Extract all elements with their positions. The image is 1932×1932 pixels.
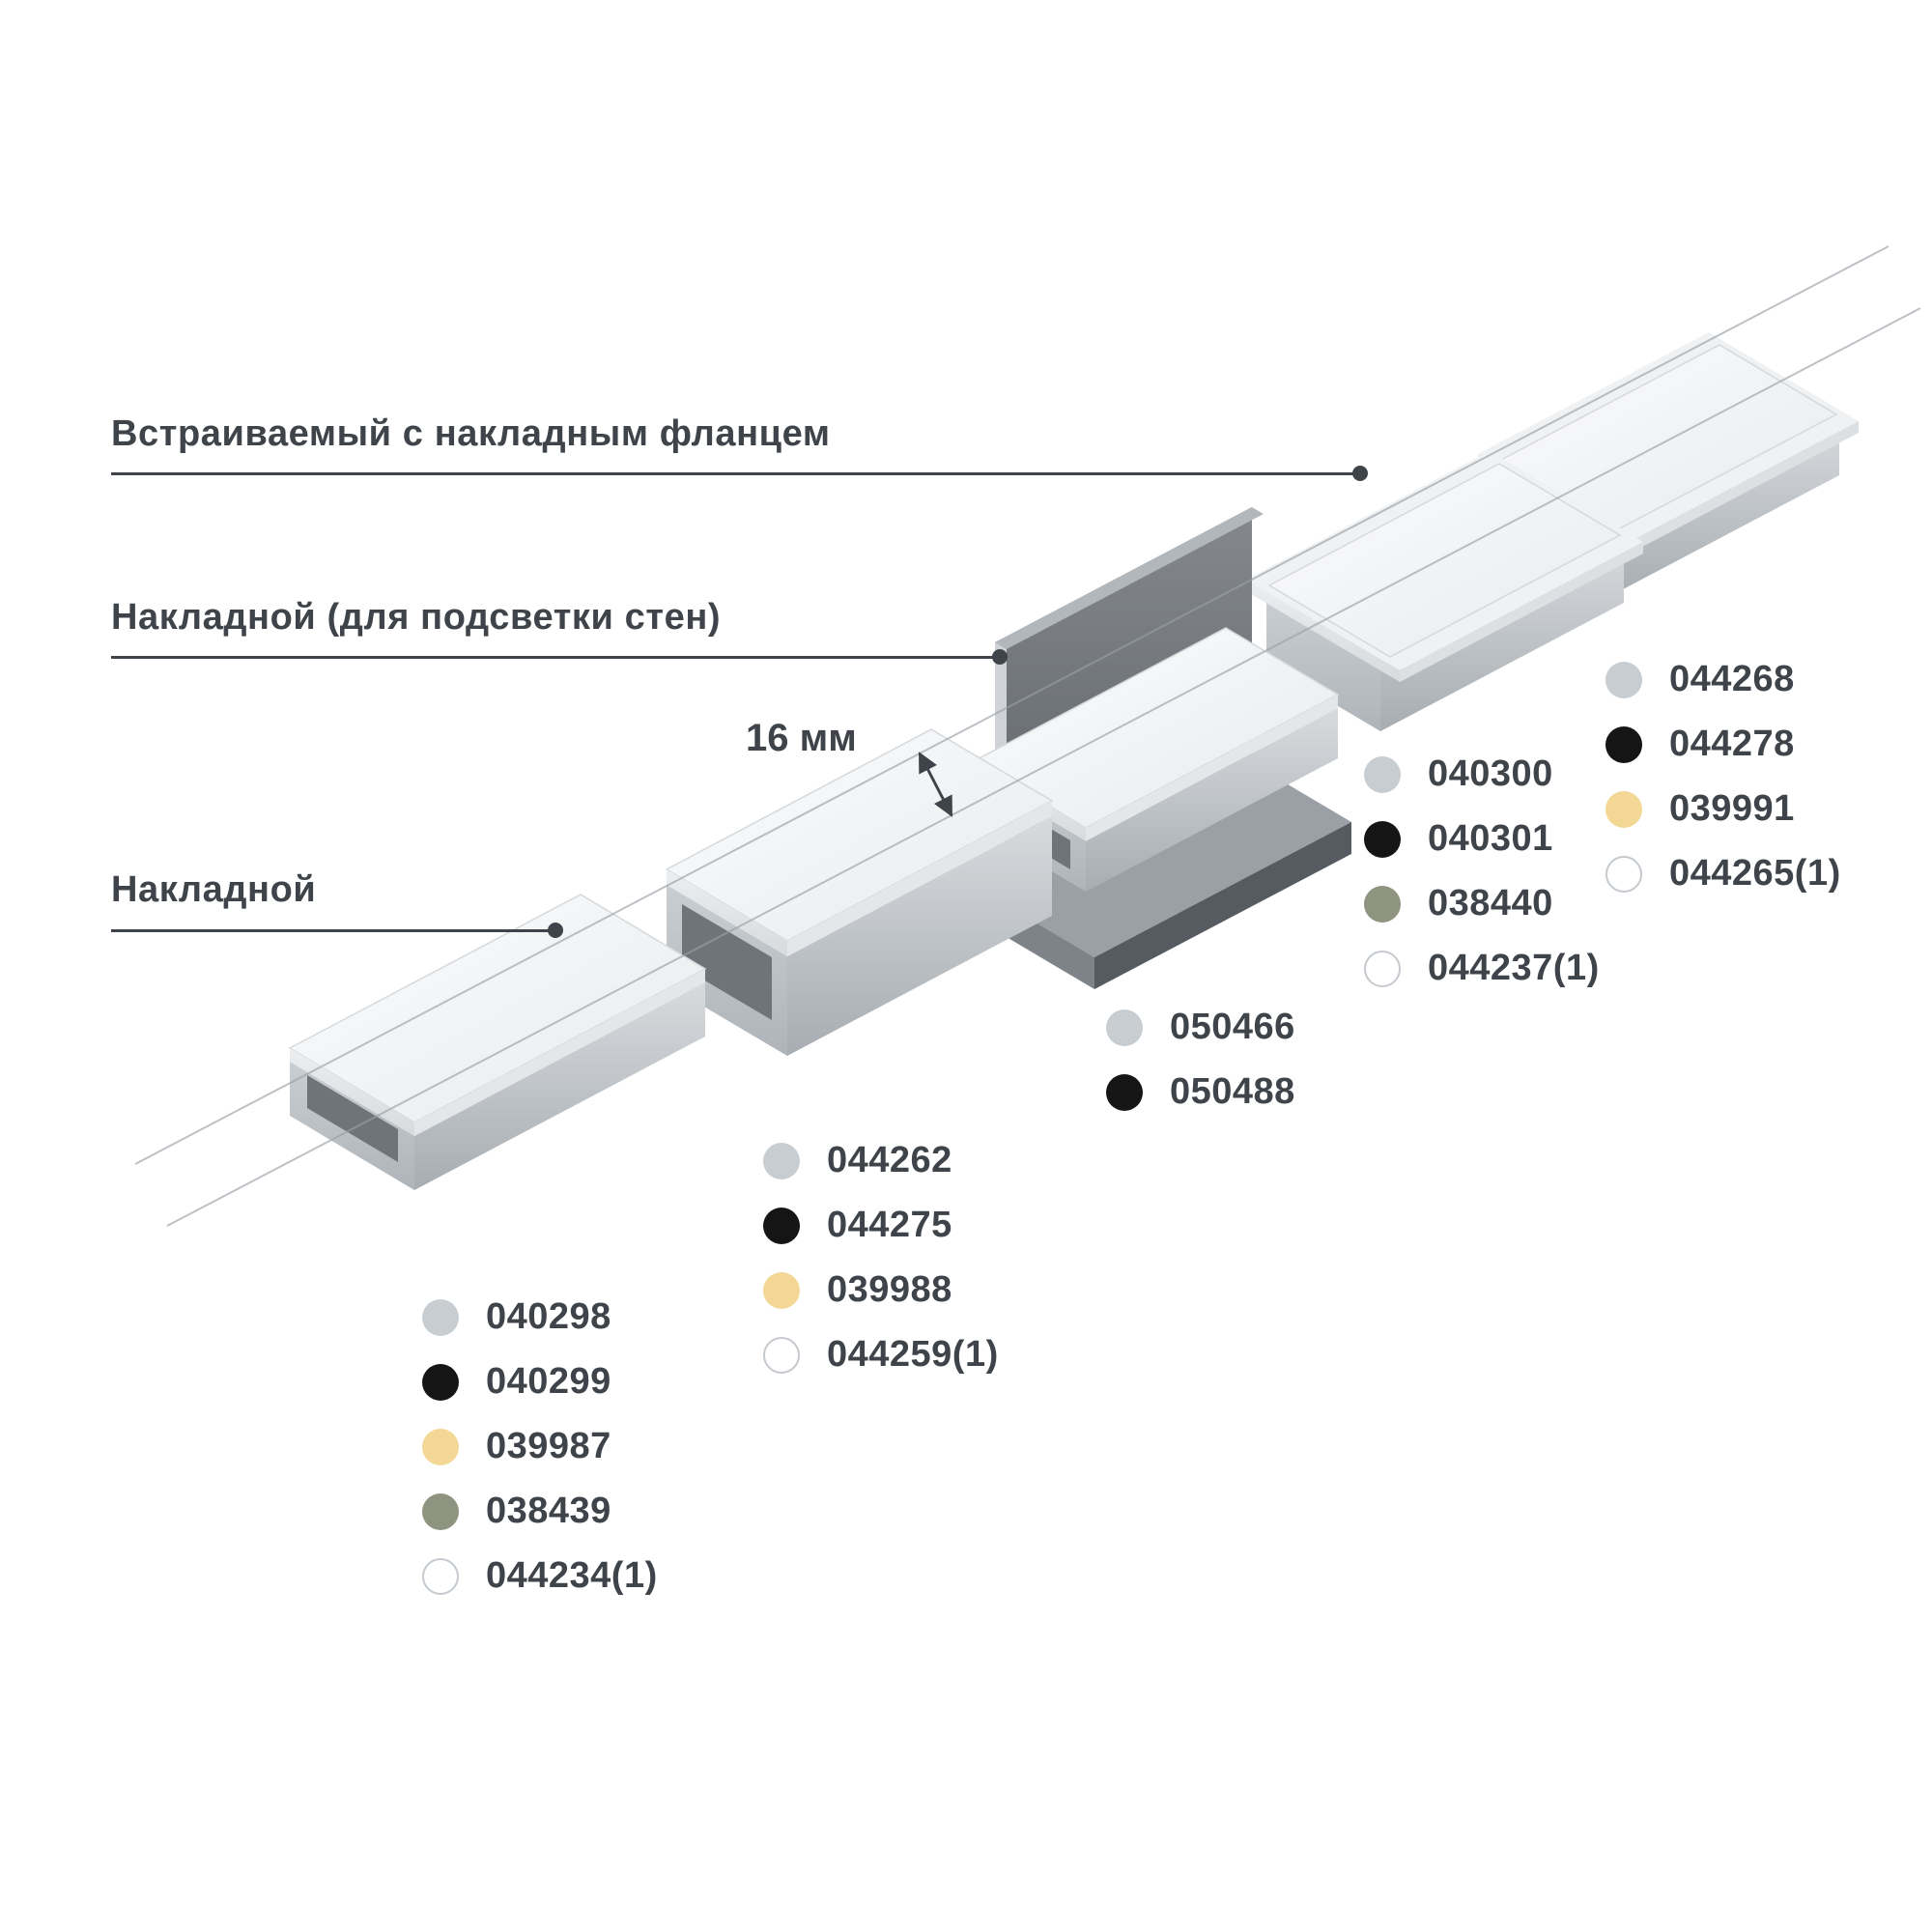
olive-color-dot <box>1364 885 1401 923</box>
legend-item: 044275 <box>763 1205 999 1246</box>
article-code: 044278 <box>1669 724 1795 764</box>
legend-item: 044234(1) <box>422 1555 658 1597</box>
article-code: 038439 <box>486 1491 611 1531</box>
legend-item: 044262 <box>763 1140 999 1181</box>
legend-item: 039987 <box>422 1426 658 1467</box>
profile-cover-edge <box>414 969 705 1136</box>
black-color-dot <box>422 1363 459 1401</box>
legend-item: 044259(1) <box>763 1334 999 1376</box>
leader-dot-recessed-flange <box>1352 466 1368 481</box>
legend-group-recessed-flange-2: 044268 044278 039991 044265(1) <box>1605 659 1841 895</box>
gray-color-dot <box>1364 755 1401 793</box>
label-surface: Накладной <box>111 869 317 910</box>
black-color-dot <box>1605 725 1642 763</box>
legend-item: 050488 <box>1106 1071 1295 1113</box>
legend-item: 038439 <box>422 1491 658 1532</box>
profile-body-side <box>414 982 705 1190</box>
article-code: 044262 <box>827 1140 952 1180</box>
legend-item: 038440 <box>1364 883 1600 924</box>
white-color-dot <box>763 1336 800 1374</box>
white-color-dot <box>422 1557 459 1595</box>
leader-dot-surface <box>548 923 563 938</box>
profile-cover-edge <box>667 869 787 956</box>
yellow-color-dot <box>763 1271 800 1309</box>
legend-group-surface-high: 044262 044275 039988 044259(1) <box>763 1140 999 1376</box>
legend-item: 044265(1) <box>1605 853 1841 895</box>
legend-item: 050466 <box>1106 1007 1295 1048</box>
article-code: 050488 <box>1170 1071 1295 1112</box>
gray-color-dot <box>1106 1009 1143 1046</box>
legend-item: 040299 <box>422 1361 658 1403</box>
profile-flange-edge <box>1400 542 1643 682</box>
article-code: 038440 <box>1428 883 1553 923</box>
leader-line-surface <box>111 929 555 932</box>
wall-shelf-front <box>1094 822 1351 989</box>
article-code: 044234(1) <box>486 1555 658 1596</box>
guide-line-upper <box>134 245 1889 1165</box>
article-code: 044268 <box>1669 659 1795 699</box>
article-code: 050466 <box>1170 1007 1295 1047</box>
legend-group-recessed-flange-1: 040300 040301 038440 044237(1) <box>1364 753 1600 989</box>
article-code: 039987 <box>486 1426 611 1466</box>
black-color-dot <box>1106 1073 1143 1111</box>
article-code: 044259(1) <box>827 1334 999 1375</box>
label-recessed-flange: Встраиваемый с накладным фланцем <box>111 413 831 454</box>
profile-body-side <box>1086 708 1338 892</box>
legend-item: 044268 <box>1605 659 1841 700</box>
olive-color-dot <box>422 1492 459 1530</box>
dimension-width-label: 16 мм <box>746 717 857 759</box>
leader-line-surface-wall <box>111 656 1000 659</box>
article-code: 040298 <box>486 1296 611 1337</box>
profile-body-side <box>787 816 1052 1056</box>
legend-item: 044278 <box>1605 724 1841 765</box>
profile-cover-edge <box>787 801 1052 956</box>
article-code: 044265(1) <box>1669 853 1841 894</box>
profile-cover-edge <box>1086 695 1338 841</box>
profile-surface-high <box>665 728 1054 1056</box>
yellow-color-dot <box>1605 790 1642 828</box>
white-color-dot <box>1364 950 1401 987</box>
profile-cover-edge <box>290 1048 414 1136</box>
white-color-dot <box>1605 855 1642 893</box>
article-code: 040299 <box>486 1361 611 1402</box>
legend-item: 040298 <box>422 1296 658 1338</box>
article-code: 039991 <box>1669 788 1795 829</box>
wall-plate-top-edge <box>995 507 1264 649</box>
legend-item: 040301 <box>1364 818 1600 860</box>
article-code: 044237(1) <box>1428 948 1600 988</box>
article-code: 039988 <box>827 1269 952 1310</box>
black-color-dot <box>1364 820 1401 858</box>
dimension-arrow <box>918 752 953 817</box>
leader-dot-surface-wall <box>992 649 1008 665</box>
article-code: 040301 <box>1428 818 1553 859</box>
gray-color-dot <box>763 1142 800 1179</box>
legend-item: 039991 <box>1605 788 1841 830</box>
black-color-dot <box>763 1207 800 1244</box>
guide-line-lower <box>166 307 1921 1227</box>
profile-channel-cavity <box>307 1075 398 1162</box>
article-code: 044275 <box>827 1205 952 1245</box>
profile-flange-edge <box>1628 421 1859 554</box>
gray-color-dot <box>422 1298 459 1336</box>
profile-body-end <box>1266 601 1380 731</box>
legend-group-surface-low: 040298 040299 039987 038439 044234(1) <box>422 1296 658 1597</box>
leader-line-recessed-flange <box>111 472 1360 475</box>
gray-color-dot <box>1605 661 1642 698</box>
article-code: 040300 <box>1428 753 1553 794</box>
legend-group-wall-mount: 050466 050488 <box>1106 1007 1295 1113</box>
legend-item: 040300 <box>1364 753 1600 795</box>
yellow-color-dot <box>422 1428 459 1465</box>
legend-item: 044237(1) <box>1364 948 1600 989</box>
profile-channel-cavity <box>682 904 772 1020</box>
profile-surface-low <box>288 894 707 1190</box>
wall-shelf-top <box>995 763 1351 957</box>
profile-flange-edge <box>1246 580 1400 682</box>
label-surface-wall: Накладной (для подсветки стен) <box>111 597 722 638</box>
legend-item: 039988 <box>763 1269 999 1311</box>
